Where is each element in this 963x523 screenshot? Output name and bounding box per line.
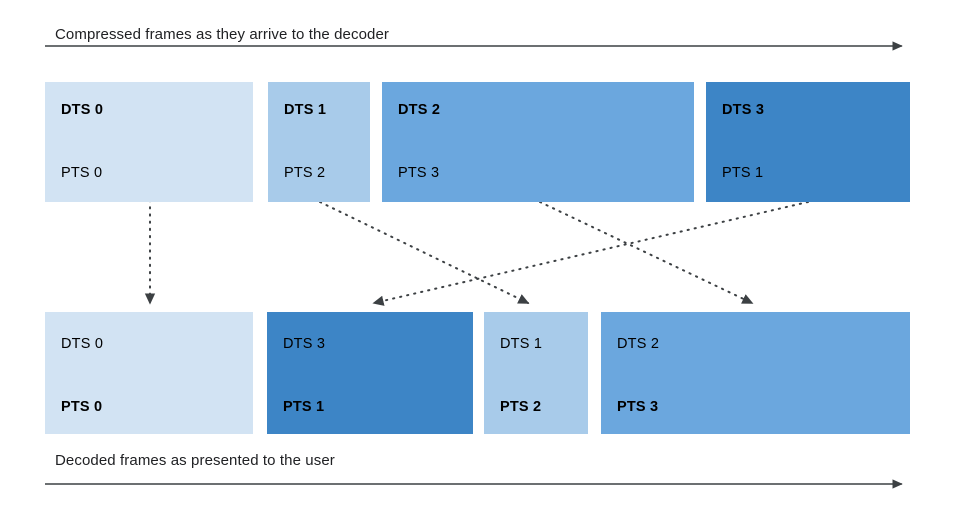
compressed-frame-3-pts: PTS 1 — [722, 165, 764, 181]
decoded-frame-3[interactable]: DTS 2 PTS 3 — [601, 312, 910, 434]
compressed-frame-1[interactable]: DTS 1 PTS 2 — [268, 82, 370, 202]
compressed-frame-0-dts: DTS 0 — [61, 102, 104, 118]
caption-decoded-frames: Decoded frames as presented to the user — [55, 452, 335, 469]
decoded-frame-1-pts: PTS 1 — [283, 399, 325, 415]
decoded-frame-3-pts: PTS 3 — [617, 399, 659, 415]
decoded-frame-2[interactable]: DTS 1 PTS 2 — [484, 312, 588, 434]
decoded-frame-0[interactable]: DTS 0 PTS 0 — [45, 312, 253, 434]
compressed-frame-0[interactable]: DTS 0 PTS 0 — [45, 82, 253, 202]
compressed-frame-1-dts: DTS 1 — [284, 102, 327, 118]
connector-dts2-pts3 — [539, 201, 754, 304]
compressed-frame-2-pts: PTS 3 — [398, 165, 440, 181]
compressed-frame-2-dts: DTS 2 — [398, 102, 441, 118]
decoded-frame-0-pts: PTS 0 — [61, 399, 103, 415]
decoded-frame-1-dts: DTS 3 — [283, 336, 326, 352]
decoded-frame-2-pts: PTS 2 — [500, 399, 542, 415]
decoded-frame-1[interactable]: DTS 3 PTS 1 — [267, 312, 473, 434]
compressed-frame-2[interactable]: DTS 2 PTS 3 — [382, 82, 694, 202]
compressed-frame-1-pts: PTS 2 — [284, 165, 326, 181]
connector-dts3-pts1 — [372, 201, 809, 306]
decoded-frame-3-dts: DTS 2 — [617, 336, 660, 352]
compressed-frame-3-dts: DTS 3 — [722, 102, 765, 118]
caption-compressed-frames: Compressed frames as they arrive to the … — [55, 26, 390, 43]
decoded-frame-0-dts: DTS 0 — [61, 336, 104, 352]
decoded-frame-2-dts: DTS 1 — [500, 336, 543, 352]
connector-dts1-pts2 — [319, 201, 530, 304]
compressed-frame-3[interactable]: DTS 3 PTS 1 — [706, 82, 910, 202]
compressed-frame-0-pts: PTS 0 — [61, 165, 103, 181]
